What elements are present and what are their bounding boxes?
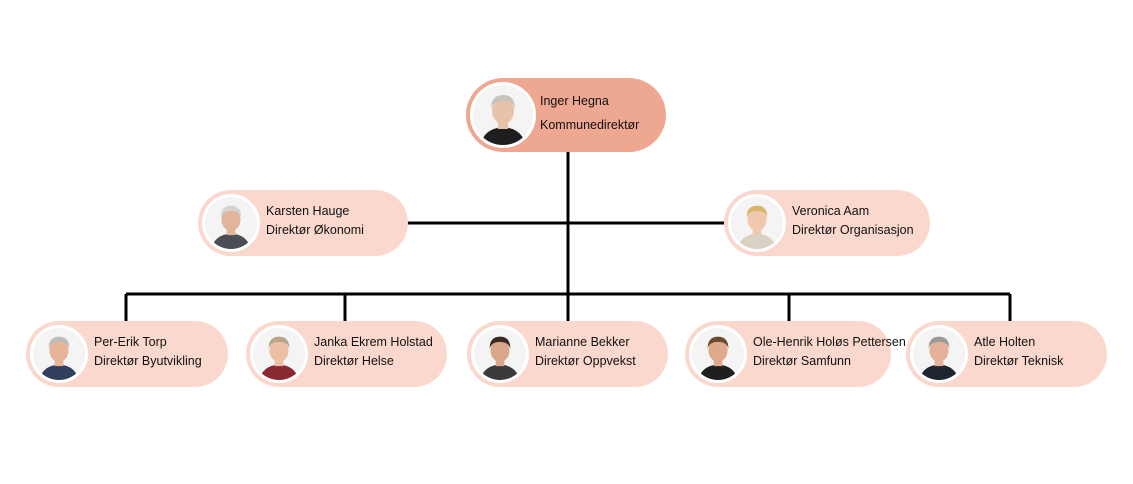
person-title: Direktør Byutvikling	[94, 354, 202, 368]
portrait-icon	[731, 197, 783, 249]
portrait-icon	[474, 328, 526, 380]
person-name: Ole-Henrik Holøs Pettersen	[753, 335, 906, 349]
person-title: Direktør Økonomi	[266, 223, 364, 237]
person-title: Kommunedirektør	[540, 118, 640, 132]
person-name: Veronica Aam	[792, 204, 870, 218]
person-name: Per-Erik Torp	[94, 335, 167, 349]
person-title: Direktør Oppvekst	[535, 354, 636, 368]
person-name: Karsten Hauge	[266, 204, 350, 218]
portrait-icon	[205, 197, 257, 249]
node-direktor-helse[interactable]: Janka Ekrem Holstad Direktør Helse	[246, 321, 447, 387]
node-direktor-oppvekst[interactable]: Marianne Bekker Direktør Oppvekst	[467, 321, 668, 387]
person-title: Direktør Samfunn	[753, 354, 851, 368]
node-direktor-samfunn[interactable]: Ole-Henrik Holøs Pettersen Direktør Samf…	[685, 321, 906, 387]
person-name: Marianne Bekker	[535, 335, 630, 349]
avatar	[910, 325, 968, 383]
person-title: Direktør Organisasjon	[792, 223, 914, 237]
node-kommunedirektor[interactable]: Inger Hegna Kommunedirektør	[466, 78, 666, 152]
avatar	[202, 194, 260, 252]
node-direktor-byutvikling[interactable]: Per-Erik Torp Direktør Byutvikling	[26, 321, 228, 387]
node-direktor-teknisk[interactable]: Atle Holten Direktør Teknisk	[906, 321, 1107, 387]
avatar	[471, 325, 529, 383]
person-name: Inger Hegna	[540, 94, 609, 108]
avatar	[250, 325, 308, 383]
avatar	[689, 325, 747, 383]
avatar	[728, 194, 786, 252]
person-name: Atle Holten	[974, 335, 1036, 349]
portrait-icon	[913, 328, 965, 380]
node-direktor-organisasjon[interactable]: Veronica Aam Direktør Organisasjon	[724, 190, 930, 256]
person-name: Janka Ekrem Holstad	[314, 335, 433, 349]
portrait-icon	[33, 328, 85, 380]
node-direktor-okonomi[interactable]: Karsten Hauge Direktør Økonomi	[198, 190, 408, 256]
portrait-icon	[253, 328, 305, 380]
person-title: Direktør Teknisk	[974, 354, 1064, 368]
portrait-icon	[692, 328, 744, 380]
portrait-icon	[473, 85, 533, 145]
person-title: Direktør Helse	[314, 354, 394, 368]
avatar	[470, 82, 536, 148]
avatar	[30, 325, 88, 383]
